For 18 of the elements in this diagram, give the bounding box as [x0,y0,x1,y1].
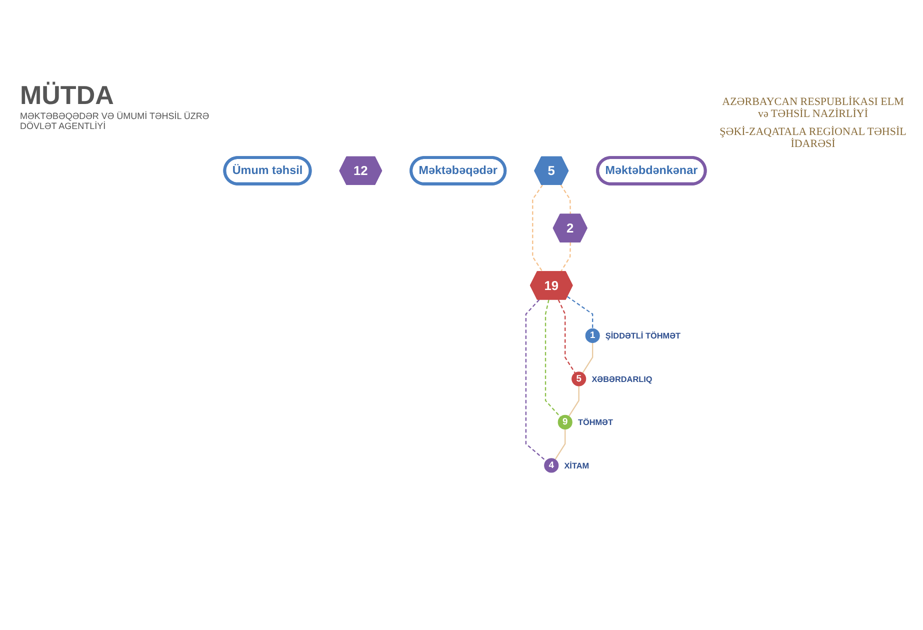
connector [558,300,576,374]
ministry-name: AZƏRBAYCAN RESPUBLİKASI ELM və TƏHSİL NAZİRLİYİ [721,96,905,120]
connector [560,242,571,272]
node-circle: 9 [558,415,572,430]
node-circle: 1 [585,328,600,344]
agency-name: MƏKTƏBƏQƏDƏR VƏ ÜMUMİ TƏHSİL ÜZRƏ DÖVLƏT AGENTLİYİ [20,111,210,131]
node-circle: 4 [544,458,559,474]
office-name: ŞƏKİ-ZAQATALA REGİONAL TƏHSİL İDARƏSİ [718,126,908,150]
connector [532,185,543,272]
connector [568,386,580,418]
connector [582,343,594,374]
connector [525,300,546,462]
connector [554,430,566,460]
agency-acronym: MÜTDA [20,80,115,111]
connector [544,300,561,418]
node-circle: 5 [572,372,586,387]
connector [560,185,571,215]
connector [567,296,594,330]
